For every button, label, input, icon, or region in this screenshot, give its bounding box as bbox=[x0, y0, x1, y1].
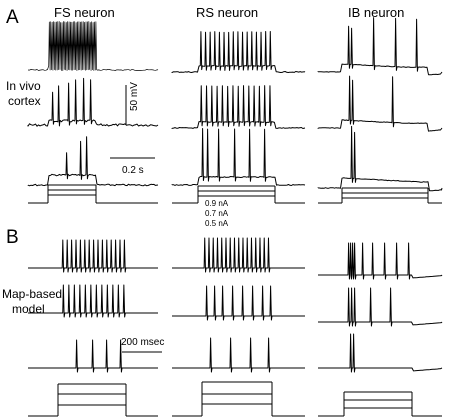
panel-label-a: A bbox=[6, 7, 19, 28]
current-steps-a-fs bbox=[28, 184, 158, 204]
trace-a-ib-2 bbox=[317, 75, 443, 132]
trace-b-fs-3 bbox=[28, 339, 158, 373]
trace-b-ib-3 bbox=[318, 333, 443, 373]
trace-b-rs-3 bbox=[172, 337, 305, 373]
trace-a-rs-2 bbox=[171, 85, 306, 129]
panel-label-b: B bbox=[6, 227, 19, 248]
current-label-0: 0.9 nA bbox=[205, 199, 229, 208]
trace-a-fs-1 bbox=[27, 21, 159, 71]
current-steps-b-ib bbox=[318, 391, 442, 417]
trace-a-fs-2 bbox=[27, 77, 159, 127]
trace-a-rs-1 bbox=[171, 31, 306, 73]
current-label-2: 0.5 nA bbox=[205, 219, 229, 228]
trace-b-ib-1 bbox=[318, 242, 443, 280]
trace-b-fs-2 bbox=[28, 284, 158, 318]
current-steps-b-fs bbox=[28, 383, 158, 417]
scale-label-voltage: 50 mV bbox=[129, 82, 140, 111]
current-label-1: 0.7 nA bbox=[205, 209, 229, 218]
trace-b-rs-1 bbox=[172, 237, 305, 273]
current-steps-a-rs bbox=[172, 185, 305, 204]
current-steps-a-ib bbox=[318, 187, 442, 204]
label-in-vivo: In vivo bbox=[6, 79, 41, 93]
trace-b-fs-1 bbox=[28, 239, 158, 273]
scale-label-time-a: 0.2 s bbox=[122, 165, 144, 176]
trace-b-ib-2 bbox=[318, 287, 443, 327]
trace-a-rs-3 bbox=[171, 128, 306, 186]
label-cortex: cortex bbox=[8, 94, 41, 108]
trace-a-fs-3 bbox=[27, 136, 159, 187]
column-title-ib: IB neuron bbox=[348, 5, 405, 20]
current-steps-b-rs bbox=[172, 381, 305, 417]
column-title-fs: FS neuron bbox=[54, 5, 115, 20]
scale-label-time-b: 200 msec bbox=[121, 337, 165, 348]
trace-a-ib-3 bbox=[317, 125, 443, 192]
column-title-rs: RS neuron bbox=[196, 5, 259, 20]
trace-a-ib-1 bbox=[317, 17, 443, 76]
label-model: model bbox=[12, 302, 45, 316]
trace-b-rs-2 bbox=[172, 285, 305, 321]
label-map-based: Map-based bbox=[2, 287, 63, 301]
